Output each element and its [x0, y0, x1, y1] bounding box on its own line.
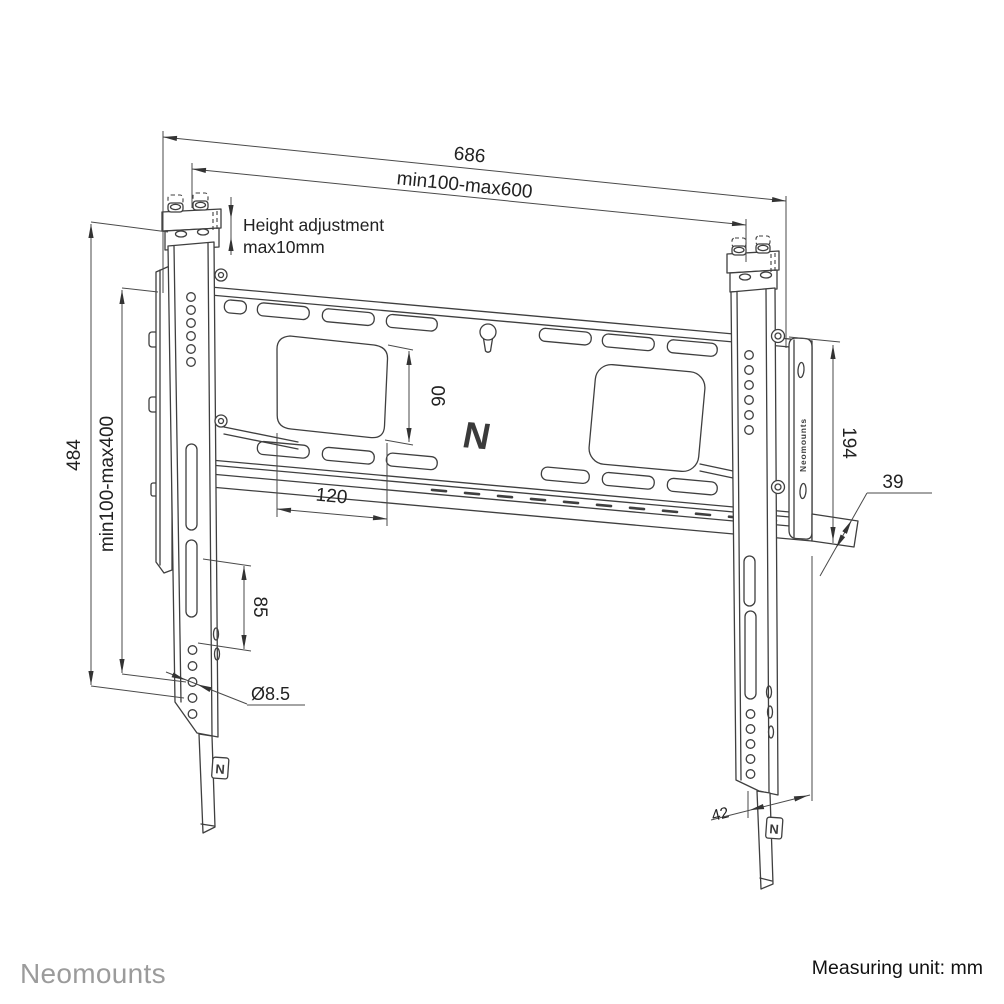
right-side-rail: Neomounts: [788, 337, 859, 548]
left-badge-n: N: [215, 761, 225, 777]
plate-cutout-left: [276, 335, 389, 439]
height-adjustment-note-line1: Height adjustment: [243, 215, 384, 235]
plate-logo-n: N: [459, 414, 494, 458]
dim-strap-width-label: 42: [710, 804, 731, 825]
hole-diameter-label: Ø8.5: [251, 684, 290, 704]
dim-total-height-label: 484: [64, 439, 85, 471]
dim-total-width-label: 686: [453, 143, 487, 167]
wall-plate: N: [165, 282, 813, 542]
right-bracket: N: [726, 235, 786, 890]
right-badge-n: N: [769, 821, 779, 837]
dim-slot-spacing-label: 85: [249, 596, 270, 617]
right-strap: N: [756, 790, 784, 890]
right-bracket-lower-holes: [745, 709, 756, 779]
plate-slot-row-bottom: [256, 440, 718, 496]
dim-vesa-height-label: min100-max400: [97, 416, 118, 552]
left-hook-plate: [148, 264, 175, 574]
left-bracket-upper-holes: [186, 292, 196, 367]
rail-end-protrusion: [811, 513, 859, 548]
dim-cutout-width-label: 120: [315, 485, 349, 509]
keyhole: [479, 323, 497, 353]
right-bracket-knobs: [770, 328, 786, 495]
left-bracket-lower-holes: [187, 645, 198, 719]
bottom-band-slits: [430, 488, 778, 523]
footer-brand-logo: Neomounts: [20, 958, 166, 989]
dim-bracket-height-label: 194: [838, 427, 859, 459]
left-bracket-knobs: [214, 268, 228, 428]
left-bracket: N: [161, 192, 230, 834]
height-adjustment-note-line2: max10mm: [243, 237, 325, 257]
right-bracket-upper-holes: [744, 350, 754, 435]
dim-cutout-height-label: 90: [429, 385, 450, 406]
left-strap: N: [198, 733, 230, 834]
dim-wall-distance-label: 39: [882, 472, 903, 493]
footer: Neomounts Measuring unit: mm: [20, 957, 983, 989]
plate-cutout-right: [588, 363, 706, 473]
rail-brand-text: Neomounts: [798, 418, 808, 472]
footer-measuring-unit: Measuring unit: mm: [812, 957, 983, 979]
plate-slot-row-top: [223, 299, 718, 357]
